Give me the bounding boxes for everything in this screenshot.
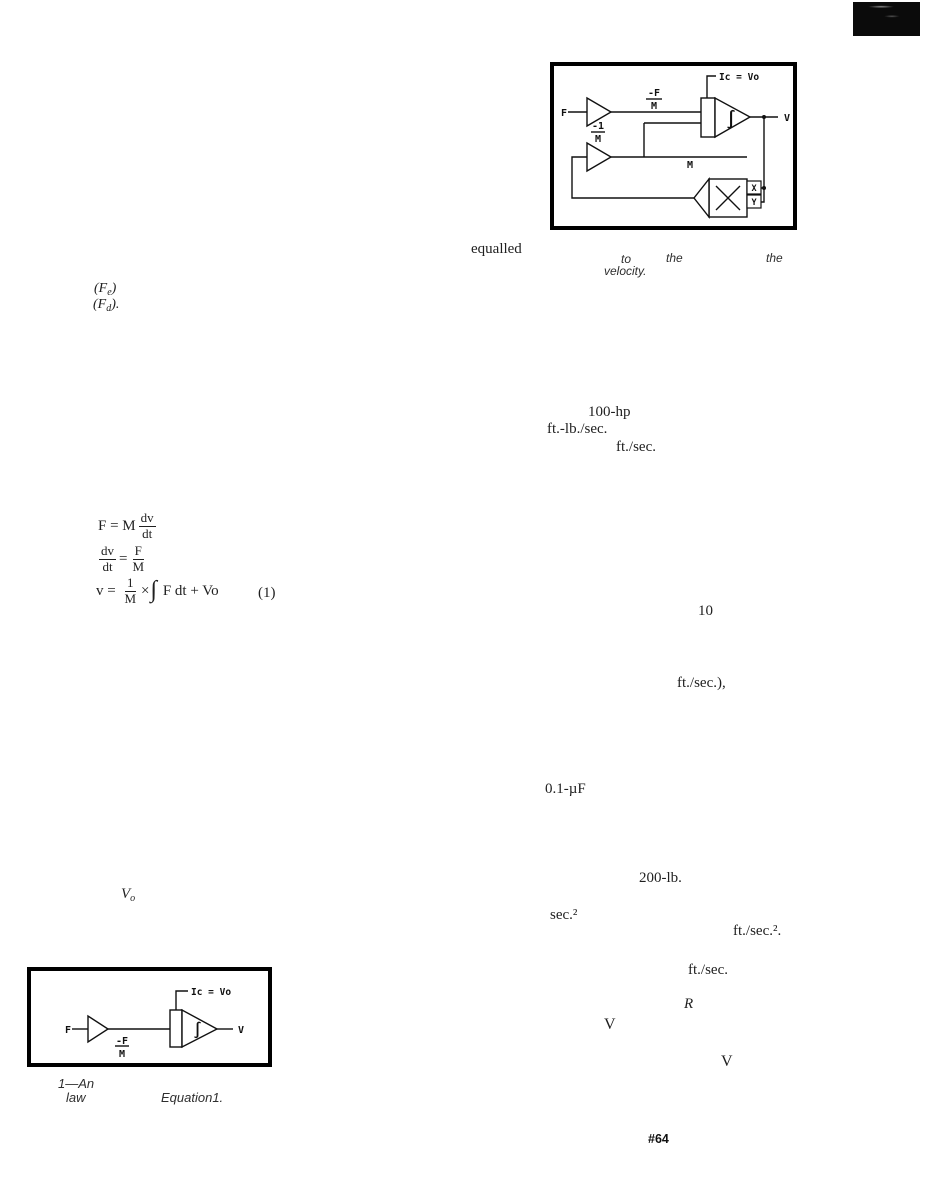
figure-1-caption-word: Equation1. — [161, 1090, 224, 1105]
body-text-equalled: equalled — [471, 241, 522, 257]
equation-text: × — [141, 583, 150, 600]
figure-1-caption-number: 1—An — [58, 1076, 95, 1091]
initial-velocity-symbol: Vo — [121, 886, 135, 905]
force-drag-symbol: (Fd). — [93, 297, 119, 314]
equation-number: (1) — [258, 585, 276, 601]
body-text-10: 10 — [698, 603, 713, 619]
body-text-ftsec: ft./sec. — [616, 439, 656, 455]
signal-denominator-label: M — [119, 1049, 125, 1060]
page-footer-mark: #64 — [648, 1132, 669, 1146]
equation-text: F = M — [98, 518, 136, 535]
figure-1-diagram: F -F M Ic = Vo ∫ V — [27, 967, 272, 1067]
equation-text: F dt + Vo — [159, 583, 219, 600]
fraction-denominator: dt — [102, 558, 113, 574]
symbol-text: V — [121, 886, 131, 902]
body-text-ftlbsec: ft.-lb./sec. — [547, 421, 608, 437]
gain-denominator-label: M — [595, 134, 601, 145]
signal-numerator-label: -F — [116, 1036, 128, 1047]
wires — [568, 75, 778, 203]
figure-2-caption-word: velocity. — [604, 264, 647, 278]
integral-sign: ∫ — [726, 109, 736, 130]
figure-border — [27, 967, 272, 1067]
body-text-capacitor: 0.1-µF — [545, 781, 586, 797]
equation-text: v = — [96, 583, 120, 600]
amplifier-1-symbol — [586, 96, 613, 128]
multiplier-x-input-label: X — [751, 184, 756, 194]
figure-2-caption-word: the — [766, 251, 783, 265]
resistance-symbol: R — [684, 996, 694, 1012]
output-label: V — [784, 113, 790, 124]
signal-numerator-label: -F — [648, 88, 660, 99]
body-text-ftsec-squared: ft./sec.². — [733, 923, 782, 939]
symbol-text: (F — [94, 281, 108, 296]
initial-condition-label: Ic = Vo — [191, 987, 231, 998]
integral-sign: ∫ — [193, 1021, 202, 1039]
figure-2-diagram: F -1 M -F M Ic = Vo ∫ V M X Y — [550, 62, 797, 230]
scan-artifact-block — [853, 2, 920, 36]
integrator-symbol — [714, 96, 752, 139]
input-label: F — [65, 1025, 71, 1036]
fraction-numerator: dv — [138, 510, 156, 527]
force-engine-symbol: (Fe) — [94, 281, 116, 298]
body-text-ftsec-paren: ft./sec.), — [677, 675, 726, 691]
integrator-input-block — [700, 97, 716, 138]
equation-text: = — [119, 551, 128, 568]
initial-condition-label: Ic = Vo — [719, 72, 759, 83]
symbol-text: ) — [111, 281, 117, 296]
symbol-text: (F — [93, 297, 107, 312]
volt-symbol: V — [604, 1016, 616, 1033]
body-text-sec-squared: sec.² — [550, 907, 578, 923]
figure-2-caption-word: to — [621, 252, 632, 266]
node-dot — [762, 186, 766, 190]
multiplier-symbol — [693, 176, 762, 220]
analog-computer-diagram-simple: F -F M Ic = Vo ∫ V — [27, 967, 272, 1067]
fraction-numerator: 1 — [125, 575, 136, 592]
fraction-denominator: M — [124, 590, 137, 606]
figure-1-caption-word: law — [66, 1090, 86, 1105]
symbol-subscript: e — [107, 287, 112, 298]
amplifier-2-symbol — [586, 141, 613, 173]
mass-wire-label: M — [687, 160, 693, 171]
figure-2-caption-word: the — [666, 251, 683, 265]
body-text-100hp: 100-hp — [588, 404, 631, 420]
body-text-ftsec: ft./sec. — [688, 962, 728, 978]
fraction-numerator: F — [132, 543, 144, 560]
body-text-200lb: 200-lb. — [639, 870, 682, 886]
gain-numerator-label: -1 — [592, 121, 604, 132]
symbol-subscript: o — [130, 893, 136, 904]
wires — [72, 990, 233, 1047]
output-label: V — [238, 1025, 244, 1036]
analog-computer-diagram-with-multiplier: F -1 M -F M Ic = Vo ∫ V M X Y — [550, 62, 797, 230]
node-dot — [762, 115, 766, 119]
amplifier-symbol — [87, 1014, 110, 1044]
signal-denominator-label: M — [651, 101, 657, 112]
integrator-symbol — [181, 1008, 219, 1049]
multiplier-y-input-label: Y — [751, 198, 757, 208]
integral-sign: ∫ — [150, 576, 158, 603]
volt-symbol: V — [721, 1053, 733, 1070]
fraction-denominator: dt — [142, 525, 153, 541]
input-label: F — [561, 108, 567, 119]
fraction-denominator: M — [132, 558, 145, 574]
symbol-text: ). — [111, 297, 120, 312]
fraction-numerator: dv — [99, 543, 116, 560]
integrator-input-block — [169, 1009, 183, 1048]
symbol-subscript: d — [106, 303, 112, 314]
